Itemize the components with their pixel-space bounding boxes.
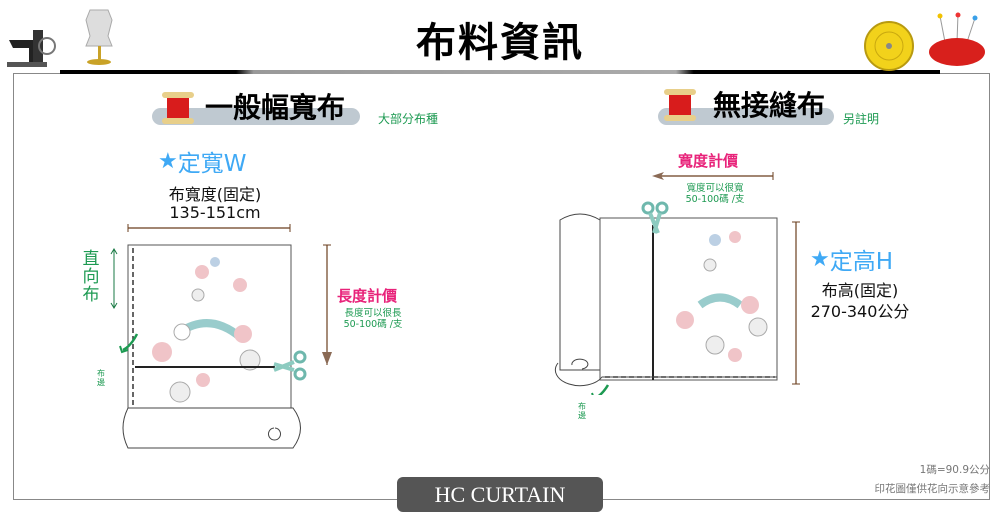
measuring-tape-icon xyxy=(864,21,914,71)
width-note-2: 50-100碼 /支 xyxy=(685,194,745,205)
scissors-icon xyxy=(641,201,669,234)
width-value: 135-151cm xyxy=(169,203,261,222)
star-icon: ★ xyxy=(810,246,830,272)
width-note-1: 寬度可以很寬 xyxy=(686,183,744,194)
selvage-label: 布邊 xyxy=(578,402,586,420)
selvage-label: 布邊 xyxy=(97,369,105,387)
section-note: 大部分布種 xyxy=(378,112,439,126)
thread-spool-icon xyxy=(162,92,194,124)
seamless-fabric-illustration xyxy=(554,172,800,395)
sewing-machine-icon xyxy=(7,30,56,67)
section-banner xyxy=(658,108,834,125)
direction-label: 直向布 xyxy=(82,249,100,305)
brand-badge: HC CURTAIN xyxy=(397,477,603,512)
yard-conversion-note: 1碼=90.9公分 xyxy=(919,464,990,476)
fixed-width-heading: ★ 定寬W xyxy=(158,144,246,178)
thread-spool-icon xyxy=(664,89,696,121)
section-banner xyxy=(152,108,360,125)
width-label: 布寬度(固定) xyxy=(168,185,262,204)
standard-fabric-illustration xyxy=(110,224,332,449)
print-disclaimer: 印花圖僅供花向示意參考 xyxy=(874,483,991,495)
dress-form-icon xyxy=(85,9,113,65)
pin-cushion-icon xyxy=(929,12,985,66)
height-value: 270-340公分 xyxy=(810,302,910,321)
length-note-2: 50-100碼 /支 xyxy=(343,319,403,330)
fixed-width-label: 定寬W xyxy=(177,151,247,177)
fixed-height-heading: ★ 定高H xyxy=(810,242,893,276)
page-title: 布料資訊 xyxy=(416,19,584,66)
section-title-standard-width: 一般幅寬布 xyxy=(205,91,346,124)
section-title-seamless: 無接縫布 xyxy=(713,89,826,122)
header-divider xyxy=(60,70,940,74)
section-note: 另註明 xyxy=(843,112,880,126)
star-icon: ★ xyxy=(158,148,178,174)
length-note-1: 長度可以很長 xyxy=(344,308,402,319)
scissors-icon xyxy=(273,350,307,381)
width-price-label: 寬度計價 xyxy=(678,152,739,170)
height-label: 布高(固定) xyxy=(821,281,899,300)
fixed-height-label: 定高H xyxy=(829,249,894,275)
length-price-label: 長度計價 xyxy=(337,287,398,305)
